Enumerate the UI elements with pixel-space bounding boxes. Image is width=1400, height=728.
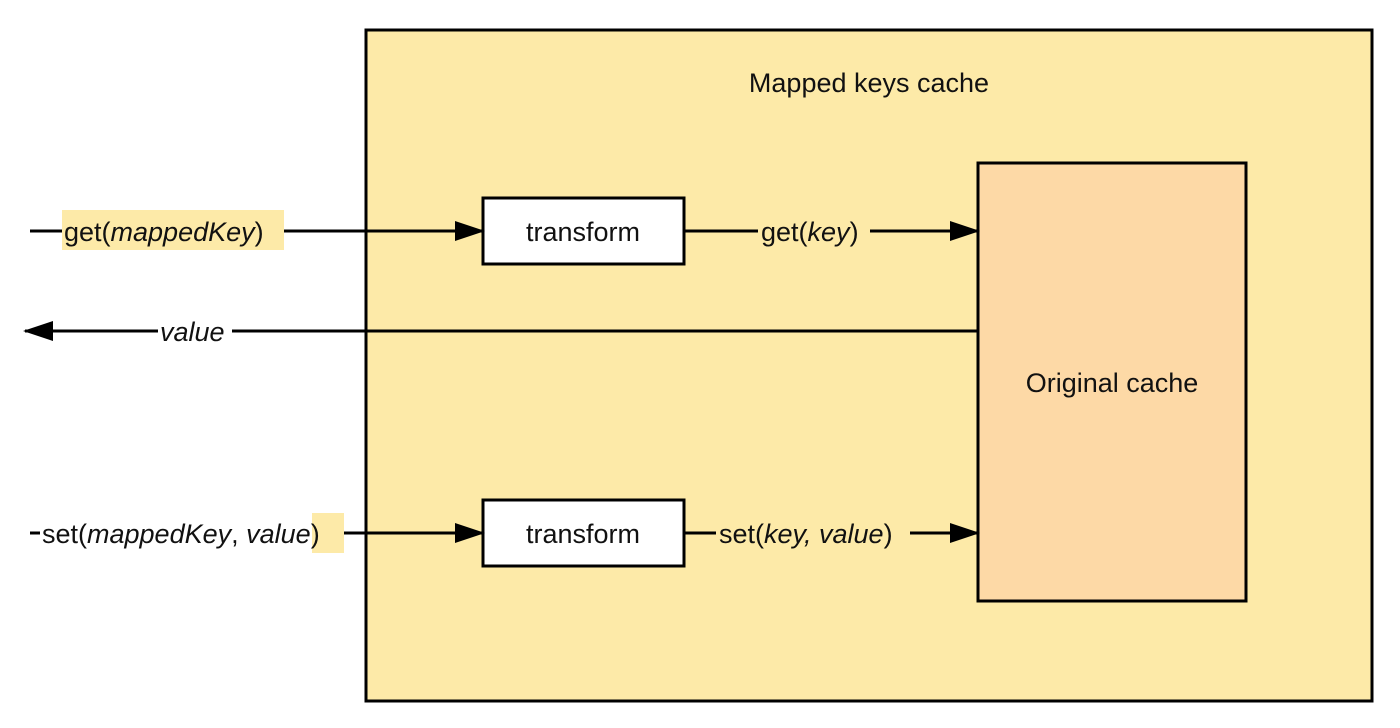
original-cache-title: Original cache <box>1026 368 1199 398</box>
edge-get-in-label: get(mappedKey) <box>64 217 264 247</box>
transform-box-get-label: transform <box>526 217 640 247</box>
edge-set-out-label: set(key, value) <box>719 519 893 549</box>
edge-get-out-label: get(key) <box>761 217 859 247</box>
transform-box-set-label: transform <box>526 519 640 549</box>
transform-box-get <box>481 196 686 266</box>
original-cache-box <box>976 161 1248 603</box>
outer-box-title: Mapped keys cache <box>749 68 989 98</box>
edge-set-in-label: set(mappedKey, value) <box>42 519 320 549</box>
edge-value-return-label: value <box>160 317 225 347</box>
